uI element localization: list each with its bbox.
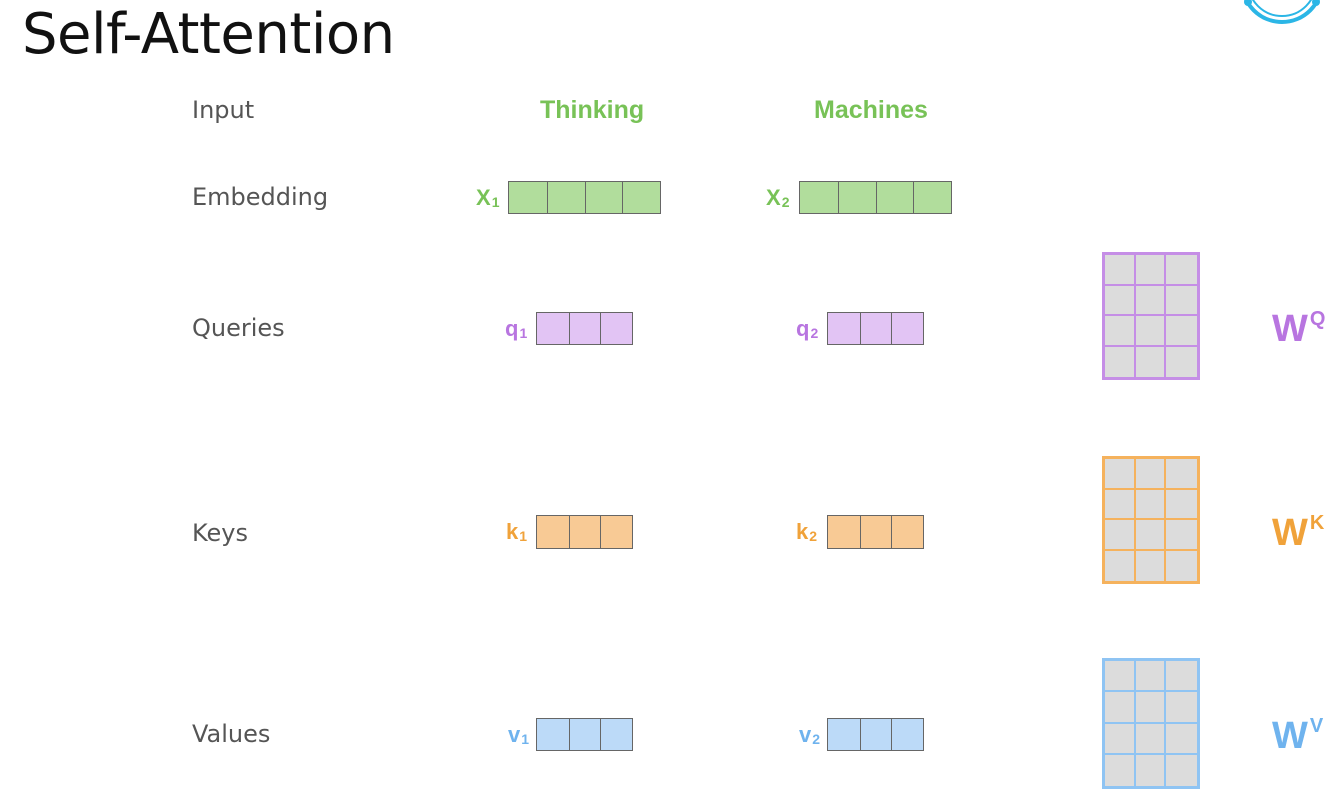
embedding-vector-x2 — [799, 181, 952, 214]
input-word-thinking: Thinking — [540, 96, 645, 124]
query-vector-q1 — [536, 312, 633, 345]
logo-icon — [1236, 0, 1328, 30]
row-label-keys: Keys — [192, 519, 249, 547]
value-vector-v2 — [827, 718, 924, 751]
weight-matrix-wk — [1102, 456, 1200, 584]
embedding-label-x1: X1 — [476, 185, 500, 210]
value-label-v1: v1 — [508, 722, 530, 747]
input-word-machines: Machines — [814, 96, 928, 124]
embedding-label-x2: X2 — [766, 185, 790, 210]
row-label-queries: Queries — [192, 314, 285, 342]
value-vector-v1 — [536, 718, 633, 751]
key-label-k1: k1 — [506, 519, 528, 544]
weight-matrix-wq — [1102, 252, 1200, 380]
query-label-q1: q1 — [505, 316, 528, 341]
row-label-embedding: Embedding — [192, 183, 329, 211]
row-label-input: Input — [192, 96, 255, 124]
weight-matrix-wv — [1102, 658, 1200, 789]
row-label-values: Values — [192, 720, 271, 748]
page-title: Self-Attention — [22, 2, 395, 67]
key-label-k2: k2 — [796, 519, 818, 544]
value-label-v2: v2 — [799, 722, 821, 747]
embedding-vector-x1 — [508, 181, 661, 214]
query-vector-q2 — [827, 312, 924, 345]
query-label-q2: q2 — [796, 316, 819, 341]
key-vector-k1 — [536, 515, 633, 549]
key-vector-k2 — [827, 515, 924, 549]
